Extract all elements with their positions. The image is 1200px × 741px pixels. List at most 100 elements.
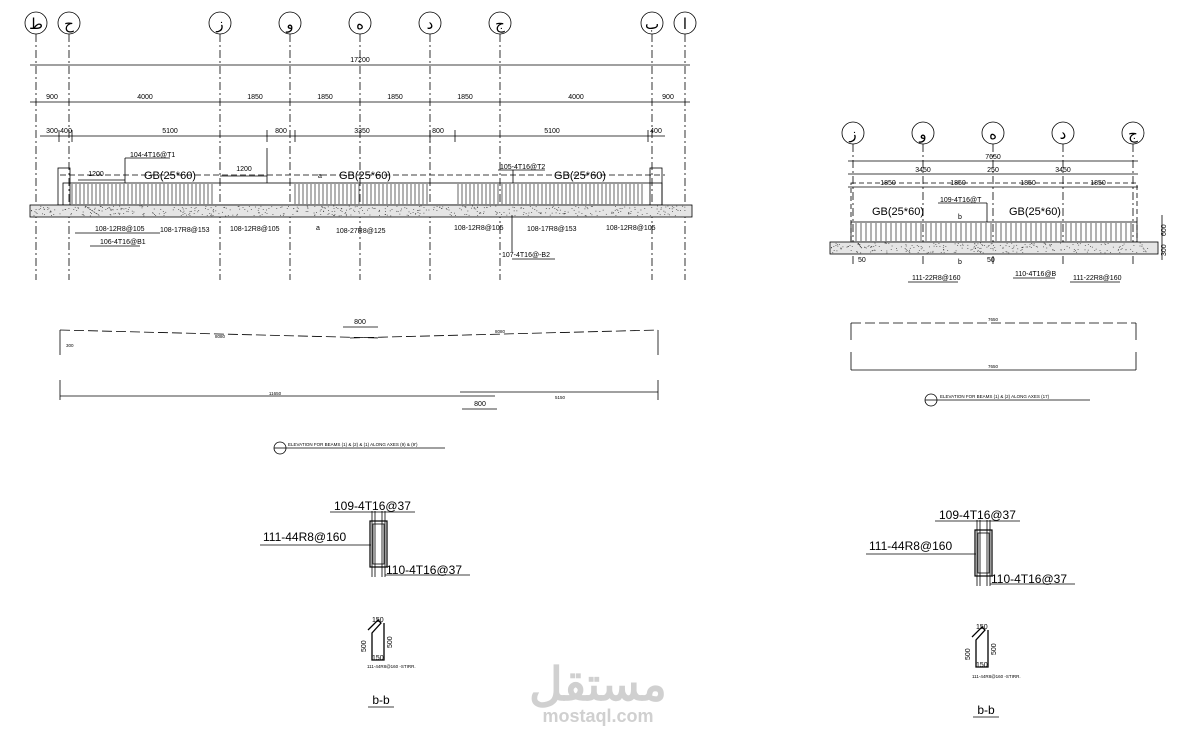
- axis-label: ج: [495, 15, 505, 34]
- axis-label: ط: [29, 15, 43, 33]
- axis-label: ز: [848, 125, 856, 143]
- axis-label: و: [285, 15, 293, 33]
- left-elevation: ط ح ز و ه: [24, 11, 697, 455]
- dim-text: 7650: [988, 364, 999, 369]
- bar-mark: 109-4T16@37: [334, 499, 411, 513]
- stirrup-dim: 150: [976, 662, 988, 669]
- bar-mark: 108-12R8@105: [606, 225, 656, 232]
- section-bb-right: 109-4T16@37 111-44R8@160 110-4T16@37 150…: [866, 508, 1075, 718]
- stirrup-note: 111-44R8@160 -STIRR.: [972, 674, 1021, 679]
- dim-text: 17200: [350, 57, 370, 64]
- axis-bubble: ه: [348, 11, 372, 280]
- axis-bubble: ا: [673, 11, 697, 280]
- axis-bubble: د: [418, 11, 442, 280]
- dim-text: 8080: [495, 329, 506, 334]
- axis-label: ج: [1128, 125, 1138, 144]
- dim-text: 5150: [555, 395, 566, 400]
- caption-left: ELEVATION FOR BEAMS (1) & (2) & (1) ALON…: [273, 441, 445, 455]
- caption-right: ELEVATION FOR BEAMS (1) & (2) ALONG AXES…: [924, 393, 1090, 407]
- bar-mark: 111-44R8@160: [263, 530, 346, 544]
- lap-dim: 1200: [88, 171, 104, 178]
- stirrup-dim: 500: [361, 640, 368, 652]
- axis-label: ب: [645, 15, 659, 33]
- stirrup-dim: 500: [387, 636, 394, 648]
- bar-mark: 108-27R8@125: [336, 228, 386, 235]
- dim-text: 1850: [317, 94, 333, 101]
- stirrup-dim: 150: [372, 655, 384, 662]
- section-mark: a: [316, 225, 320, 232]
- bar-mark: 109-4T16@37: [939, 508, 1016, 522]
- bar-mark: 111-22R8@160: [1073, 275, 1122, 282]
- dim-text: 900: [662, 94, 674, 101]
- dim-text: 4000: [137, 94, 153, 101]
- dim-text: 4000: [568, 94, 584, 101]
- bar-mark: 110-4T16@B: [1015, 271, 1057, 278]
- dim-text: 7650: [988, 317, 999, 322]
- caption-text: ELEVATION FOR BEAMS (1) & (2) ALONG AXES…: [940, 394, 1050, 399]
- dim-text: 1850: [880, 180, 896, 187]
- bar-mark: 104-4T16@T1: [130, 152, 175, 159]
- dim-text: 5100: [162, 128, 178, 135]
- lap-dim: 1200: [236, 166, 252, 173]
- dim-text: 400: [60, 128, 72, 135]
- bar-mark: 105-4T16@T2: [500, 164, 545, 171]
- dim-text: 1850: [247, 94, 263, 101]
- dim-text: 1850: [1090, 180, 1106, 187]
- axis-label: د: [427, 15, 434, 33]
- dim-text: 800: [432, 128, 444, 135]
- dim-text: 11650: [269, 391, 282, 396]
- section-mark: b: [958, 214, 962, 221]
- bar-schedule-left: [59, 326, 659, 410]
- dim-text: 800: [474, 401, 486, 408]
- stirrup-dim: 500: [965, 648, 972, 660]
- bar-mark: 107-4T16@-B2: [502, 252, 550, 259]
- section-title: b-b: [977, 703, 995, 717]
- right-elevation: ز و ه د ج: [829, 121, 1168, 407]
- watermark-arabic: مستقل: [529, 658, 667, 710]
- bar-mark: 110-4T16@37: [386, 563, 462, 577]
- dim-text: 300: [46, 128, 58, 135]
- dim-text: 1850: [387, 94, 403, 101]
- dim-text: 800: [354, 319, 366, 326]
- axis-label: ز: [215, 15, 223, 33]
- beam-label: GB(25*60): [339, 170, 391, 182]
- bar-mark: 111-22R8@160: [912, 275, 961, 282]
- section-mark: a: [318, 173, 322, 180]
- bar-mark: 106-4T16@B1: [100, 239, 146, 246]
- section-mark: b: [958, 259, 962, 266]
- bar-mark: 108-17R8@153: [160, 227, 210, 234]
- bar-marks-left: 104-4T16@T1 105-4T16@T2 108-12R8@105 108…: [95, 152, 656, 259]
- stirrup-dim: 500: [991, 643, 998, 655]
- end-dim: 50: [987, 257, 995, 264]
- caption-text: ELEVATION FOR BEAMS (1) & (2) & (1) ALON…: [288, 442, 418, 447]
- axis-bubble: ح: [57, 11, 81, 280]
- bar-mark: 108-12R8@105: [230, 226, 280, 233]
- beam-label: GB(25*60): [144, 170, 196, 182]
- bar-schedule-right: 7650 7650: [850, 317, 1137, 371]
- end-dim: 50: [858, 257, 866, 264]
- beam-body-right: [829, 182, 1159, 255]
- axis-label: د: [1060, 125, 1067, 143]
- left-axis-bubbles: ط ح ز و ه: [24, 11, 697, 280]
- stirrup-dim: 150: [976, 624, 988, 631]
- dim-text: 7650: [985, 154, 1001, 161]
- beam-label: GB(25*60): [872, 206, 924, 218]
- dim-text: 1850: [1020, 180, 1036, 187]
- dim-text: 3450: [1055, 167, 1071, 174]
- bar-mark: 108-17R8@153: [527, 226, 577, 233]
- stirrup-note: 111-44R8@160 -STIRR.: [367, 664, 416, 669]
- grid-dimensions: 900 4000 1850 1850 1850 1850 4000 900: [30, 94, 690, 103]
- beam-label: GB(25*60): [554, 170, 606, 182]
- dim-text: 250: [987, 167, 999, 174]
- bar-mark: 108-12R8@105: [454, 225, 504, 232]
- axis-label: ه: [356, 15, 364, 33]
- dim-text: 800: [275, 128, 287, 135]
- dim-text: 400: [650, 128, 662, 135]
- dim-text: 900: [46, 94, 58, 101]
- depth-dim: 600: [1161, 224, 1168, 236]
- dim-text: 300: [66, 343, 74, 348]
- axis-label: ا: [683, 15, 687, 33]
- bar-mark: 111-44R8@160: [869, 539, 952, 553]
- axis-label: ح: [64, 15, 74, 33]
